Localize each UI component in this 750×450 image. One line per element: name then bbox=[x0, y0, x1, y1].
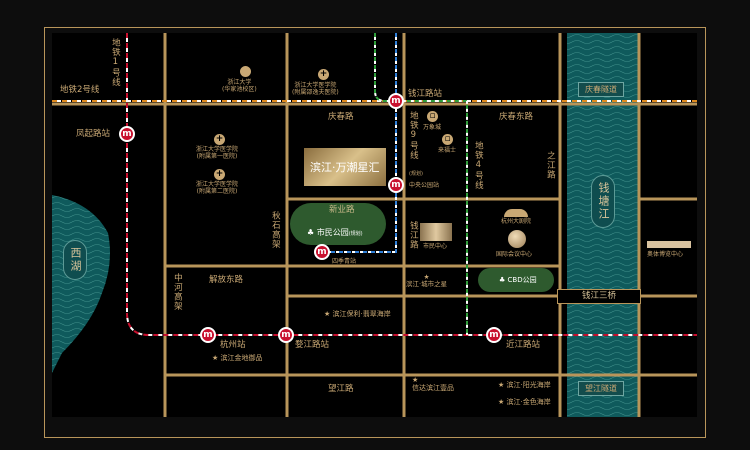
shopping-bag-icon: ▫ bbox=[442, 134, 453, 145]
citizen-center-icon bbox=[420, 223, 452, 241]
station-central-park: 中央公园站 bbox=[409, 182, 440, 189]
xinye-road-label: 新业路 bbox=[329, 205, 355, 215]
shopping-bag-icon: ▫ bbox=[427, 111, 438, 122]
location-map: 滨江·万潮星汇 地铁1号线 地铁2号线 地铁9号线 (规划) 地铁4号线 庆春路… bbox=[52, 33, 697, 417]
qingchun-tunnel-label: 庆春隧道 bbox=[578, 82, 624, 97]
project-name: 滨江·万潮星汇 bbox=[310, 161, 380, 174]
line9-label: 地铁9号线 bbox=[408, 111, 419, 160]
cbd-park-label[interactable]: ♣ CBD公园 bbox=[499, 276, 537, 284]
wangjiang-tunnel-label: 望江隧道 bbox=[578, 381, 624, 396]
poi-grand-theatre: 杭州大剧院 bbox=[501, 218, 532, 225]
metro-station-icon[interactable]: m bbox=[278, 327, 294, 343]
university-icon: ⌒ bbox=[240, 66, 251, 77]
station-siji: 四季青站 bbox=[332, 258, 357, 265]
hospital-icon: + bbox=[214, 134, 225, 145]
cbd-park-area bbox=[478, 268, 554, 292]
poi-shaoyifu: 浙江大学医学院(附属邵逸夫医院) bbox=[292, 82, 339, 96]
line1-label: 地铁1号线 bbox=[110, 38, 121, 87]
poi-mixc: 万象城 bbox=[423, 124, 442, 131]
project-poly-jade: ★ 滨江保利·翡翠海岸 bbox=[324, 310, 391, 318]
metro-lines bbox=[52, 33, 697, 336]
metro-station-icon[interactable]: m bbox=[314, 244, 330, 260]
map-frame bbox=[44, 27, 706, 438]
zhonghe-viaduct-label: 中河高架 bbox=[172, 273, 183, 311]
xihu-label: 西湖 bbox=[63, 240, 87, 280]
qingchun-road-label: 庆春路 bbox=[328, 112, 354, 122]
poi-first-hospital: 浙江大学医学院(附属第一医院) bbox=[196, 146, 239, 160]
poi-second-hospital: 浙江大学医学院(附属第二医院) bbox=[196, 181, 239, 195]
project-sunshine-coast: ★ 滨江·阳光海岸 bbox=[498, 381, 551, 389]
qianjiang-road-label: 钱江路 bbox=[408, 221, 419, 250]
project-xinda: ★信达滨江壹品 bbox=[412, 376, 454, 392]
line4-label: 地铁4号线 bbox=[473, 141, 484, 190]
citizen-park-label[interactable]: ♣ 市民公园(规划) bbox=[307, 228, 363, 237]
metro-station-icon[interactable]: m bbox=[200, 327, 216, 343]
poi-citizen-center: 市民中心 bbox=[423, 243, 448, 250]
conference-center-icon bbox=[508, 230, 526, 248]
line9-note: (规划) bbox=[409, 171, 423, 177]
metro-station-icon[interactable]: m bbox=[119, 126, 135, 142]
xihu-lake bbox=[52, 195, 110, 373]
olympic-center-icon bbox=[647, 241, 691, 248]
station-jinjiang: 近江路站 bbox=[506, 340, 541, 350]
hospital-icon: + bbox=[318, 69, 329, 80]
qingchun-east-road-label: 庆春东路 bbox=[499, 112, 534, 122]
metro-station-icon[interactable]: m bbox=[388, 93, 404, 109]
project-golden-coast: ★ 滨江·金色海岸 bbox=[498, 398, 551, 406]
station-wujiang: 婺江路站 bbox=[295, 340, 330, 350]
metro-station-icon[interactable]: m bbox=[388, 177, 404, 193]
poi-zju: 浙江大学(华家池校区) bbox=[222, 79, 257, 93]
qiantang-river-label: 钱塘江 bbox=[591, 175, 615, 228]
poi-olympic: 奥体博览中心 bbox=[647, 251, 684, 258]
wangjiang-road-label: 望江路 bbox=[328, 384, 354, 394]
jiefang-east-road-label: 解放东路 bbox=[209, 275, 244, 285]
station-fengqi: 凤起路站 bbox=[76, 129, 111, 139]
grand-theatre-icon bbox=[504, 209, 528, 217]
qianjiang-bridge-label: 钱江三桥 bbox=[557, 289, 641, 304]
project-marker[interactable]: 滨江·万潮星汇 bbox=[304, 148, 386, 186]
line2-label: 地铁2号线 bbox=[60, 85, 100, 95]
hospital-icon: + bbox=[214, 169, 225, 180]
project-city-star: ★滨江·城市之星 bbox=[406, 273, 448, 289]
project-jindi: ★ 滨江金地御品 bbox=[212, 354, 263, 362]
zhijiang-road-label: 之江路 bbox=[545, 151, 556, 180]
poi-intl-conference: 国际会议中心 bbox=[496, 251, 533, 258]
poi-raffles: 来福士 bbox=[438, 147, 457, 154]
station-hangzhou: 杭州站 bbox=[220, 340, 246, 350]
metro-station-icon[interactable]: m bbox=[486, 327, 502, 343]
qiushi-viaduct-label: 秋石高架 bbox=[270, 211, 281, 249]
station-qianjianglu: 钱江路站 bbox=[408, 89, 443, 99]
citizen-park-area bbox=[290, 203, 386, 245]
roads bbox=[52, 33, 697, 417]
